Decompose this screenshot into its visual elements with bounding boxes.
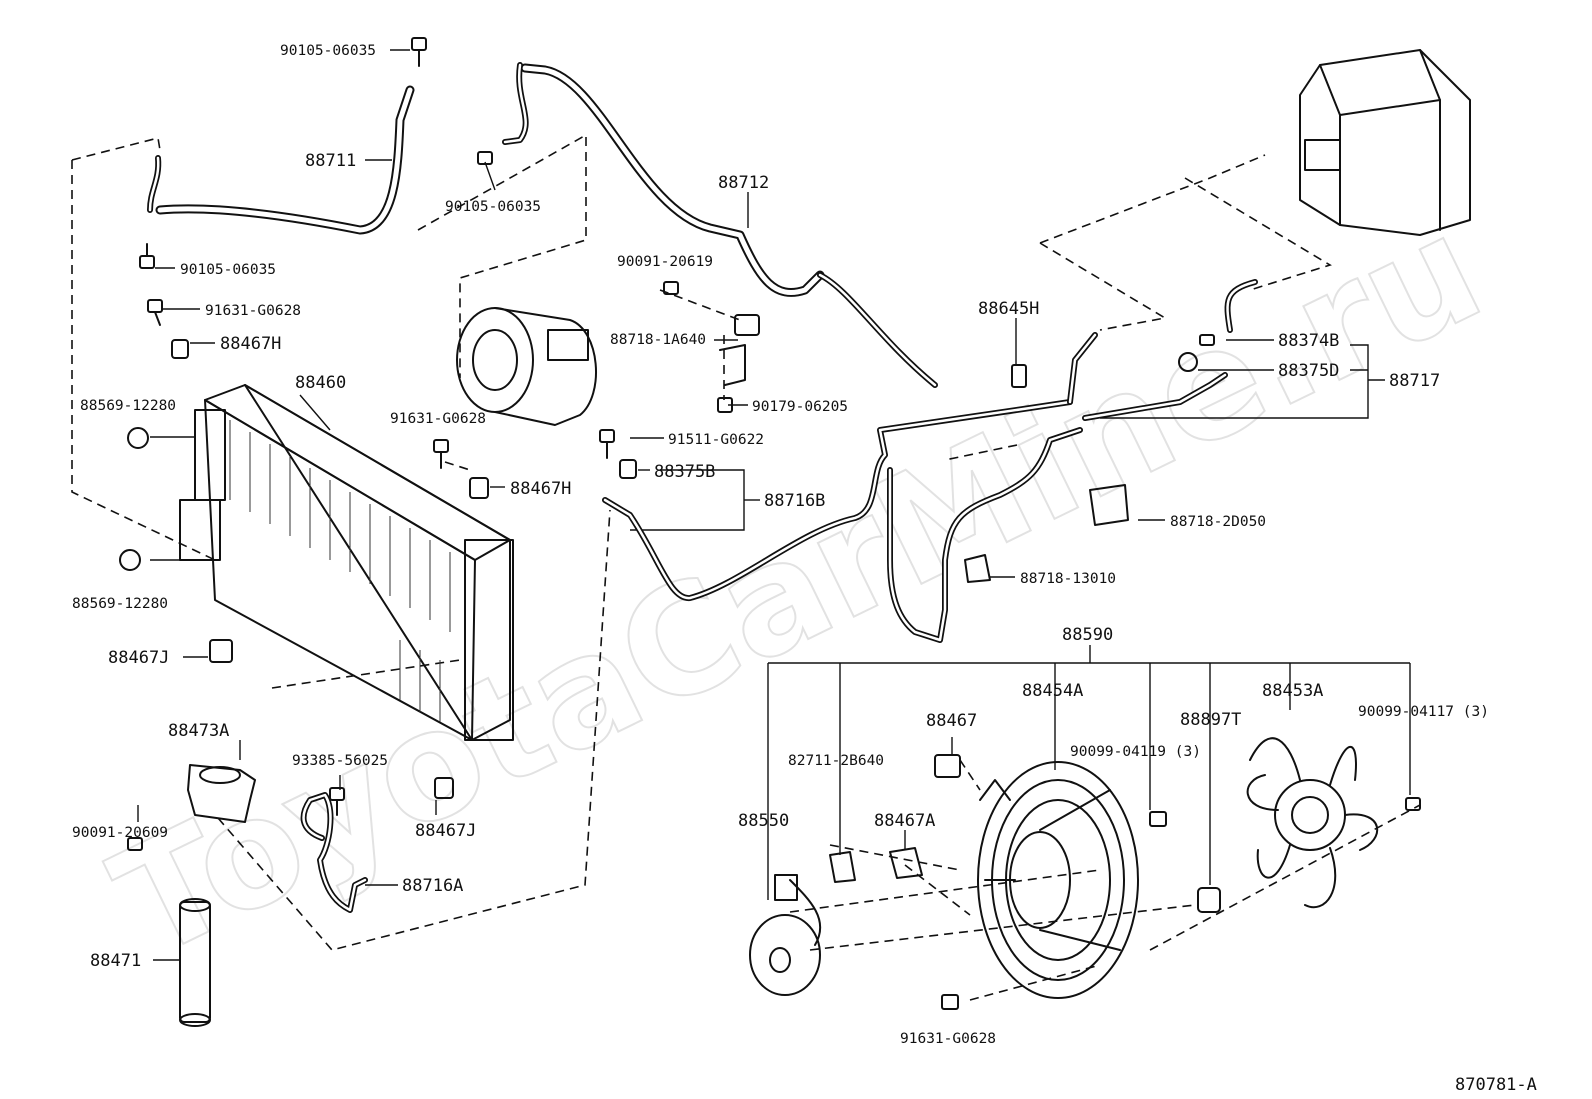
label-90099-04119: 90099-04119 (3) [1070,744,1201,760]
label-90105-06035-mid: 90105-06035 [445,199,541,215]
label-88453A: 88453A [1262,681,1323,701]
label-90091-20619: 90091-20619 [617,254,713,270]
label-91631-G0628-left: 91631-G0628 [205,303,301,319]
watermark-text: ToyotaCarMine.ru [90,182,1507,992]
assembly-dashed-lines [71,133,1421,1001]
label-88716A: 88716A [402,876,463,896]
label-88718-1A640: 88718-1A640 [610,332,706,348]
label-88569-12280-top: 88569-12280 [80,398,176,414]
label-88454A: 88454A [1022,681,1083,701]
hose-88712 [502,62,938,388]
compressor [456,307,597,426]
label-88569-12280-bot: 88569-12280 [72,596,168,612]
label-90099-04117: 90099-04117 (3) [1358,704,1489,720]
pipe-88716A [300,792,368,913]
condenser-88460 [179,384,514,741]
evaporator-unit [1299,49,1471,236]
pipe-lower-loop [887,427,1083,643]
label-88467J-mid: 88467J [415,821,476,841]
label-88711: 88711 [305,151,356,171]
label-90091-20609: 90091-20609 [72,825,168,841]
label-88467: 88467 [926,711,977,731]
label-88717: 88717 [1389,371,1440,391]
label-93385-56025: 93385-56025 [292,753,388,769]
fan-shroud-88454A [977,761,1139,999]
label-90179-06205: 90179-06205 [752,399,848,415]
hose-88711 [147,85,415,235]
label-88471: 88471 [90,951,141,971]
fan-blade-88453A [1246,737,1379,908]
condenser-fins [229,420,451,722]
label-91631-G0628-bot: 91631-G0628 [900,1031,996,1047]
label-90105-06035-top: 90105-06035 [280,43,376,59]
bracket-88473A [187,764,256,823]
label-91631-G0628-mid: 91631-G0628 [390,411,486,427]
label-88473A: 88473A [168,721,229,741]
label-88374B: 88374B [1278,331,1339,351]
label-88467H-mid: 88467H [510,479,571,499]
label-88460: 88460 [295,373,346,393]
pipe-88716B [602,399,1073,601]
figure-code: 870781-A [1455,1075,1537,1095]
pipe-88717 [1067,279,1258,421]
label-88550: 88550 [738,811,789,831]
leader-lines [137,49,1411,961]
label-88467H-left: 88467H [220,334,281,354]
label-88375B: 88375B [654,462,715,482]
fasteners [119,37,1421,1010]
fan-motor-88550 [749,874,822,996]
label-88716B: 88716B [764,491,825,511]
label-88645H: 88645H [978,299,1039,319]
label-88467A: 88467A [874,811,935,831]
label-88897T: 88897T [1180,710,1241,730]
label-88712: 88712 [718,173,769,193]
label-82711-2B640: 82711-2B640 [788,753,884,769]
label-88718-2D050: 88718-2D050 [1170,514,1266,530]
label-91511-G0622: 91511-G0622 [668,432,764,448]
label-88375D: 88375D [1278,361,1339,381]
receiver-dryer-88471 [179,898,211,1027]
label-90105-06035-left: 90105-06035 [180,262,276,278]
part-labels: 90105-06035 88711 90105-06035 90105-0603… [72,43,1489,1047]
label-88590: 88590 [1062,625,1113,645]
label-88718-13010: 88718-13010 [1020,571,1116,587]
label-88467J-left: 88467J [108,648,169,668]
